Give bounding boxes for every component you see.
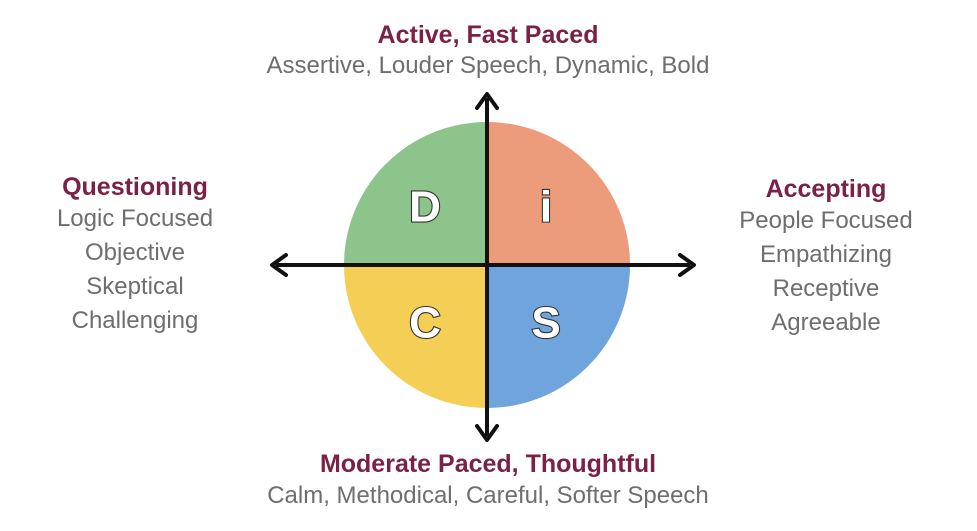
top-description: Assertive, Louder Speech, Dynamic, Bold	[266, 52, 710, 79]
left-label-group: Questioning Logic Focused Objective Skep…	[15, 172, 255, 338]
quadrant-s-letter: S	[531, 299, 560, 348]
top-heading: Active, Fast Paced	[377, 21, 599, 49]
quadrant-c	[344, 265, 487, 408]
bottom-heading: Moderate Paced, Thoughtful	[319, 450, 657, 478]
right-trait-empathizing: Empathizing	[759, 241, 893, 268]
bottom-label-group: Moderate Paced, Thoughtful Calm, Methodi…	[188, 449, 788, 513]
right-label-group: Accepting People Focused Empathizing Rec…	[706, 174, 946, 340]
right-heading: Accepting	[765, 175, 887, 203]
quadrant-i-letter: i	[540, 183, 552, 232]
left-trait-challenging: Challenging	[71, 307, 199, 334]
quadrant-d	[344, 122, 487, 265]
left-trait-logic-focused: Logic Focused	[56, 205, 214, 232]
left-trait-skeptical: Skeptical	[86, 273, 184, 300]
right-trait-agreeable: Agreeable	[771, 309, 881, 336]
top-label-group: Active, Fast Paced Assertive, Louder Spe…	[188, 20, 788, 82]
right-trait-receptive: Receptive	[772, 275, 880, 302]
quadrant-c-letter: C	[409, 299, 441, 348]
bottom-description: Calm, Methodical, Careful, Softer Speech	[267, 482, 709, 509]
left-trait-objective: Objective	[84, 239, 186, 266]
quadrant-i	[487, 122, 630, 265]
quadrant-d-letter: D	[409, 183, 441, 232]
right-trait-people-focused: People Focused	[739, 207, 913, 234]
quadrant-s	[487, 265, 630, 408]
left-heading: Questioning	[62, 173, 208, 201]
